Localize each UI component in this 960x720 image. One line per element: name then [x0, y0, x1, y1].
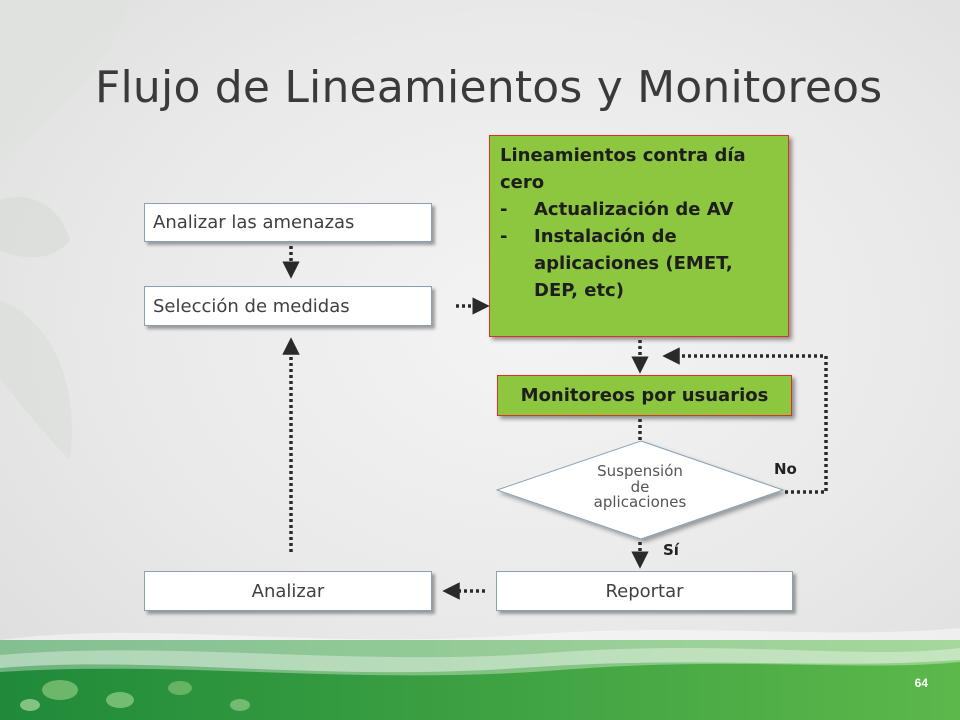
leaf-shape: [42, 680, 78, 700]
lineamientos-item: Instalación de aplicaciones (EMET, DEP, …: [500, 223, 780, 304]
analizar-amenazas-box: Analizar las amenazas: [144, 203, 432, 242]
lineamientos-heading: Lineamientos contra día cero: [500, 145, 746, 193]
leaf-shape: [230, 699, 250, 711]
lineamientos-list: Actualización de AV Instalación de aplic…: [490, 196, 788, 304]
bottom-band: [0, 640, 960, 720]
band-wave: [0, 648, 960, 676]
no-label: No: [774, 460, 797, 478]
lineamientos-item: Actualización de AV: [500, 196, 780, 223]
arrow-no-loop: [662, 347, 828, 494]
leaf-shape: [0, 0, 130, 160]
decision-diamond: [495, 440, 785, 540]
reportar-box: Reportar: [496, 571, 793, 611]
leaf-shape: [106, 692, 134, 708]
monitoreos-box: Monitoreos por usuarios: [497, 375, 792, 416]
leaf-shape: [0, 196, 70, 258]
band-wave: [0, 628, 960, 673]
seleccion-medidas-box: Selección de medidas: [144, 286, 432, 326]
page-number: 64: [914, 676, 928, 690]
leaf-shape: [20, 699, 40, 711]
analizar-box: Analizar: [144, 571, 432, 611]
decision-text-line3: aplicaciones: [593, 493, 687, 511]
decision-text-line2: de: [630, 478, 650, 496]
slide-title: Flujo de Lineamientos y Monitoreos: [95, 62, 883, 113]
leaf-shape: [168, 681, 192, 695]
si-label: Sí: [663, 541, 679, 559]
lineamientos-box: Lineamientos contra día cero Actualizaci…: [489, 135, 789, 337]
leaf-shape: [0, 300, 72, 460]
decision-text-line1: Suspensión: [597, 462, 683, 480]
